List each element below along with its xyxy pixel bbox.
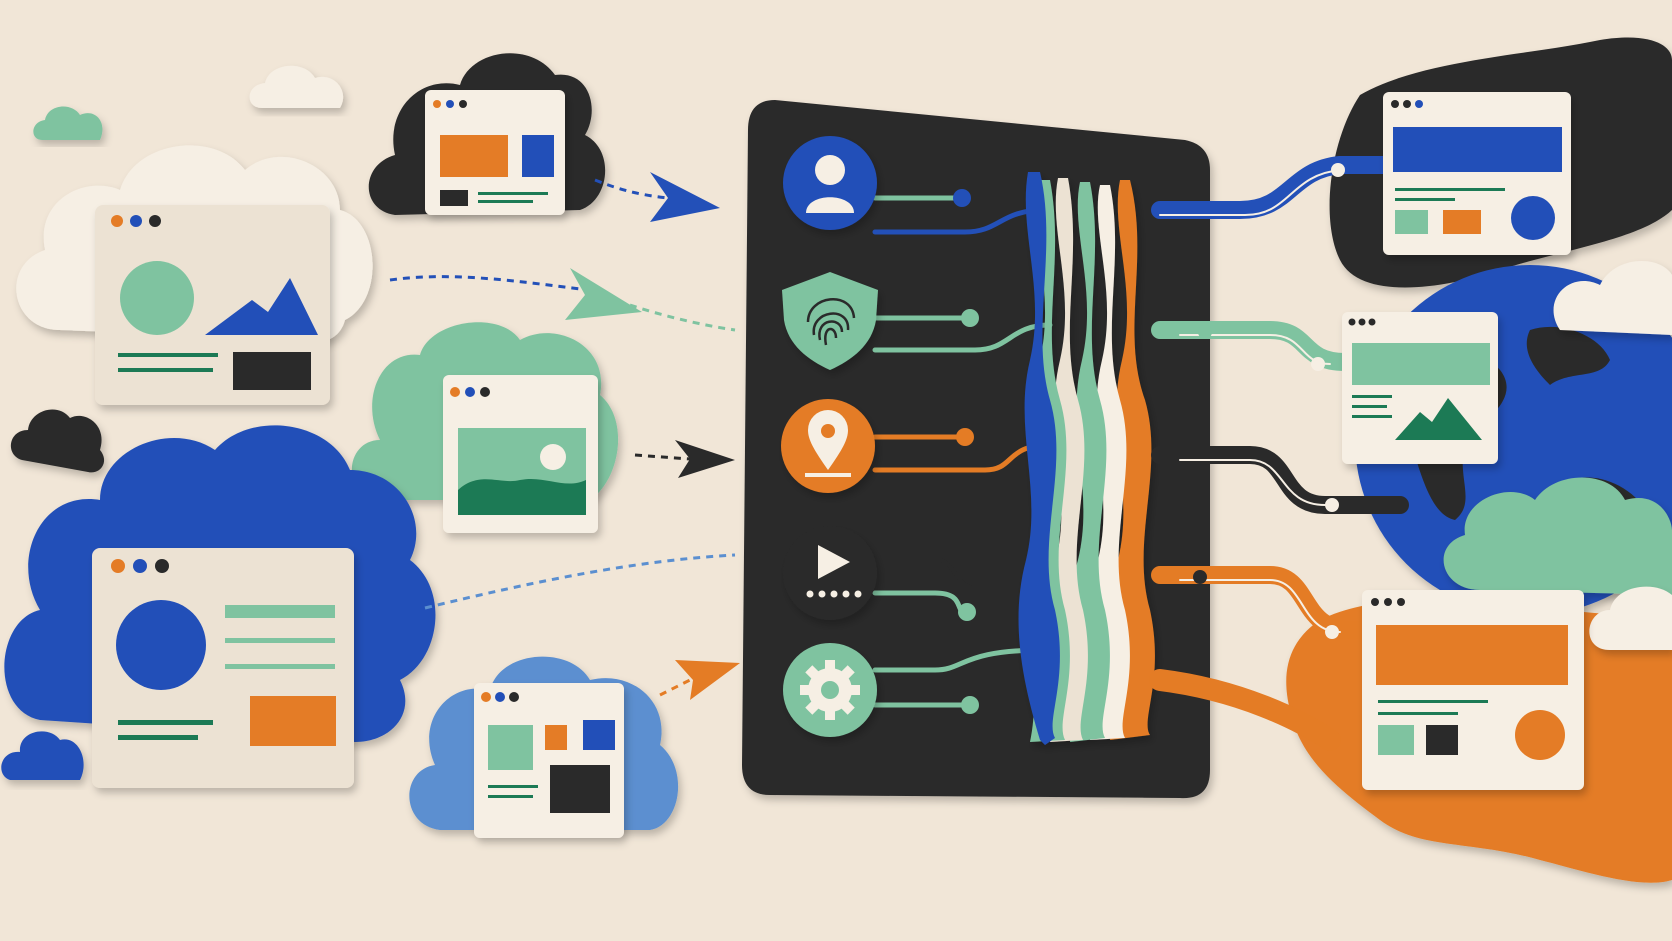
play-icon[interactable] [783,526,877,620]
card-blue-orange [425,90,565,215]
card-circle-mountain [95,205,330,405]
output-ribbons [1149,156,1409,751]
left-cloud-cream-small [249,65,344,108]
left-cloud-black-small [10,409,105,473]
card-orange-banner [1362,590,1584,790]
arrow-head-green [565,268,642,320]
connector-nodes [953,189,979,714]
location-pin-icon[interactable] [781,399,875,493]
arrow-head-black [675,440,735,478]
right-cloud-small [1589,586,1672,650]
arrow-head-blue [650,172,720,222]
gear-icon[interactable] [783,643,877,737]
card-blocks [474,683,624,838]
card-blue-banner [1383,92,1571,255]
layer-stack [1018,172,1155,745]
fingerprint-shield-icon[interactable] [782,272,878,370]
flow-arrows [389,178,736,697]
right-cloud-white [1553,261,1672,335]
ribbon-nodes [1193,163,1345,639]
left-cloud-mint-tiny [33,106,103,140]
hub-connectors [872,195,1053,708]
right-cloud-green [1443,477,1672,595]
arrow-head-orange [675,660,740,700]
card-circle-lines [92,548,354,788]
user-icon[interactable] [783,136,877,230]
card-green-mountain [1342,312,1498,464]
card-landscape [443,375,598,533]
left-cloud-blue-small [1,731,84,780]
arrow-heads [565,172,740,700]
